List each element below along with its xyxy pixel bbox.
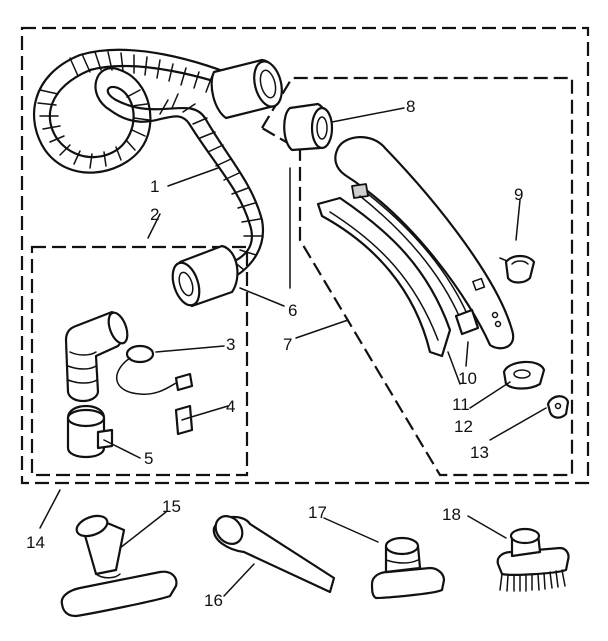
callout-3: 3 [226,335,235,354]
wire-connector-3 [115,344,194,395]
callout-18: 18 [442,505,461,524]
wand-handle [334,136,515,350]
clip-9 [504,254,536,284]
callout-14: 14 [26,533,45,552]
coiled-hose [32,48,283,308]
callout-16: 16 [204,591,223,610]
callout-1: 1 [150,177,159,196]
swivel-coupling [283,102,334,152]
spring-clip-13 [546,395,570,419]
callout-4: 4 [226,397,235,416]
outer-kit-boundary [20,26,590,485]
callout-2: 2 [150,205,159,224]
callout-15: 15 [162,497,181,516]
upholstery-tool-17 [370,536,446,600]
callout-13: 13 [470,443,489,462]
dusting-brush-18 [496,527,570,592]
latch-12 [502,360,546,390]
callout-9: 9 [514,185,523,204]
callout-11: 11 [452,395,470,414]
floor-tool-15 [60,514,178,618]
leader-lines [39,107,547,597]
crevice-tool-16 [212,515,336,594]
cuff-5 [66,405,114,459]
swivel-elbow [64,310,129,403]
callout-12: 12 [454,417,473,436]
callout-10: 10 [458,369,477,388]
terminal-4 [174,404,194,436]
handle-wire-harness [316,183,480,358]
callout-17: 17 [308,503,327,522]
callout-5: 5 [144,449,153,468]
callout-6: 6 [288,301,297,320]
hose-end-kit-boundary [30,245,249,477]
callout-8: 8 [406,97,415,116]
callout-7: 7 [283,335,292,354]
handle-kit-boundary [261,76,574,477]
